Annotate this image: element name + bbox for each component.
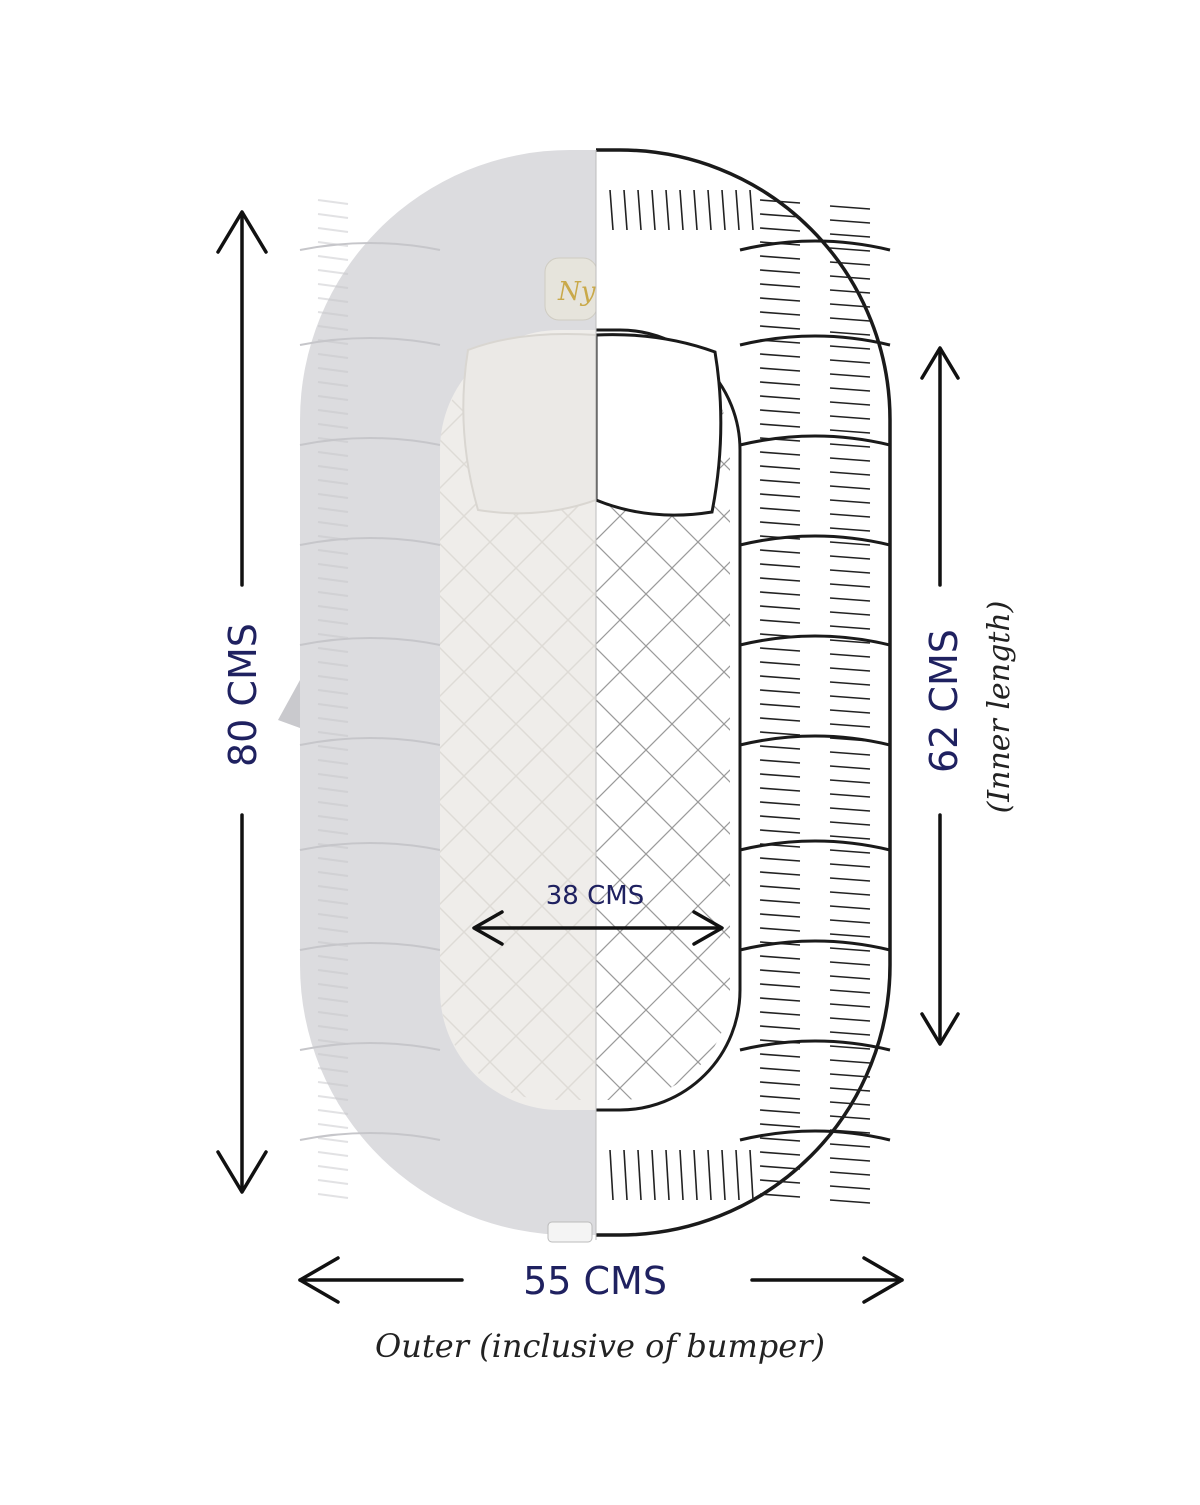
inner-length-note: (Inner length) xyxy=(982,600,1017,814)
outer-width-note: Outer (inclusive of bumper) xyxy=(375,1327,825,1365)
inner-bed xyxy=(440,330,596,1110)
outer-length-label: 80 CMS xyxy=(221,623,265,767)
logo-tag xyxy=(544,257,596,321)
sketch-half xyxy=(596,148,892,1237)
inner-width-arrow xyxy=(472,910,724,946)
logo: Ny xyxy=(557,277,596,307)
inner-length-arrow xyxy=(920,346,960,1046)
pillow xyxy=(462,333,596,515)
outer-length-arrow xyxy=(216,210,268,1194)
outer-width-arrow xyxy=(298,1256,904,1304)
buckle xyxy=(547,1221,593,1243)
inner-width-label: 38 CMS xyxy=(545,881,645,911)
outer-width-label: 55 CMS xyxy=(523,1259,667,1303)
side-handle xyxy=(278,680,300,728)
photo-half: Ny xyxy=(278,150,596,1243)
pillow-sketch xyxy=(596,333,723,517)
inner-length-label: 62 CMS xyxy=(922,629,966,773)
